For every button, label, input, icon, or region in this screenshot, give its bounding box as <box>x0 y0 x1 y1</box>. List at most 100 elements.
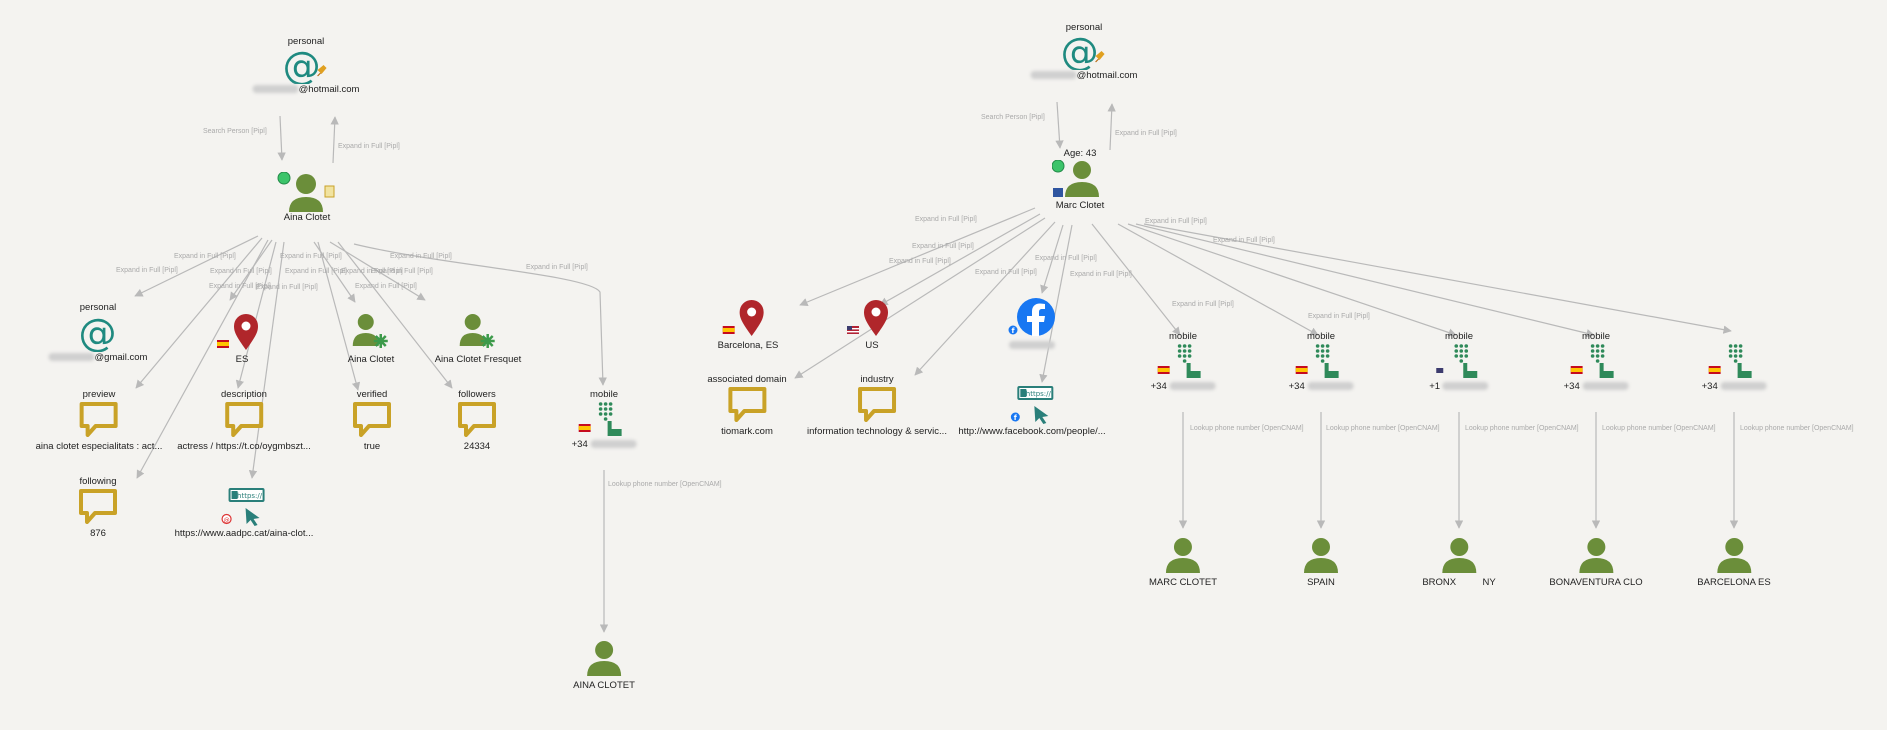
lookup-result-node[interactable]: BONAVENTURA CLO <box>1549 537 1643 589</box>
node-type: industry <box>860 374 894 385</box>
alias-label: Aina Clotet <box>347 354 395 365</box>
phone-keypad-icon <box>1708 344 1752 378</box>
alias-node[interactable]: Aina Clotet <box>348 312 394 366</box>
edge-left-verified <box>317 241 361 391</box>
email-node[interactable]: personal @ @hotmail.com <box>1030 22 1137 82</box>
facebook-node[interactable]: f <box>1008 296 1056 352</box>
phone-prefix: +34 <box>571 439 588 450</box>
node-type: description <box>221 389 267 400</box>
redacted-text <box>1582 382 1629 391</box>
node-type: followers <box>458 389 496 400</box>
email-node[interactable]: personal @ @gmail.com <box>48 302 147 364</box>
edge-right-fburl <box>1039 224 1073 383</box>
redacted-text <box>1442 382 1489 391</box>
svg-text:@: @ <box>224 517 230 524</box>
phone-keypad-icon <box>1157 344 1201 378</box>
edge-right-phone5 <box>1143 223 1732 334</box>
url-node[interactable]: https:// f http://www.facebook.com/peopl… <box>958 386 1106 438</box>
edge-label: Expand in Full [Pipl] <box>915 216 977 223</box>
edge-label: Lookup phone number [OpenCNAM] <box>1190 425 1304 432</box>
svg-text:@: @ <box>283 48 321 84</box>
lookup-result-node[interactable]: MARC CLOTET <box>1149 537 1217 589</box>
edge-label: Expand in Full [Pipl] <box>209 283 271 290</box>
edge-label: Expand in Full [Pipl] <box>1035 255 1097 262</box>
redacted-text <box>1720 382 1767 391</box>
edge-label: Lookup phone number [OpenCNAM] <box>1326 425 1440 432</box>
edge-right-industry <box>914 221 1056 376</box>
edge-label: Expand in Full [Pipl] <box>355 283 417 290</box>
facebook-icon: f <box>1008 298 1055 336</box>
person-icon <box>1166 538 1200 573</box>
email-address: @hotmail.com <box>298 84 360 95</box>
phone-node[interactable]: mobile +34 <box>1564 331 1629 393</box>
location-node[interactable]: Barcelona, ES <box>718 300 778 352</box>
note-node[interactable]: preview aina clotet especialitats : act.… <box>36 389 163 453</box>
edge-expand-left-up <box>330 116 339 164</box>
edge-label: Lookup phone number [OpenCNAM] <box>1740 425 1854 432</box>
svg-text:https://: https:// <box>237 492 263 500</box>
redacted-text <box>1169 382 1216 391</box>
note-value: actress / https://t.co/oygmbszt... <box>177 441 311 452</box>
note-node[interactable]: description actress / https://t.co/oygmb… <box>177 389 311 453</box>
edge-left-url <box>248 241 285 479</box>
note-node[interactable]: industry information technology & servic… <box>807 374 947 438</box>
lookup-result-node[interactable]: BRONX NY <box>1422 537 1496 589</box>
edge-label: Search Person [Pipl] <box>981 114 1045 121</box>
phone-prefix: +34 <box>1701 381 1718 392</box>
url-link-icon: https:// @ <box>222 488 265 526</box>
phone-node[interactable]: mobile +34 <box>1289 331 1354 393</box>
edge-label: Expand in Full [Pipl] <box>1115 130 1177 137</box>
edge-left-preview <box>135 237 263 389</box>
at-sign-icon: @ <box>1061 34 1105 70</box>
location-node[interactable]: US <box>847 300 897 352</box>
note-node[interactable]: followers 24334 <box>457 389 497 453</box>
person-node[interactable]: Aina Clotet <box>277 172 337 224</box>
edge-label: Lookup phone number [OpenCNAM] <box>608 481 722 488</box>
phone-node[interactable]: mobile +1 <box>1429 331 1489 393</box>
edge-label: Expand in Full [Pipl] <box>889 258 951 265</box>
edge-label: Expand in Full [Pipl] <box>1308 313 1370 320</box>
person-alias-icon <box>352 314 388 348</box>
edge-right-facebook <box>1040 224 1064 294</box>
note-value: information technology & servic... <box>807 426 947 437</box>
phone-prefix: +34 <box>1288 381 1305 392</box>
url-value: https://www.aadpc.cat/aina-clot... <box>174 528 314 539</box>
note-node[interactable]: verified true <box>352 389 392 453</box>
note-node[interactable]: associated domain tiomark.com <box>707 374 786 438</box>
svg-text:https://: https:// <box>1025 390 1051 398</box>
edge-label: Lookup phone number [OpenCNAM] <box>1602 425 1716 432</box>
email-node[interactable]: personal @ @hotmail.com <box>252 36 360 96</box>
alias-node[interactable]: Aina Clotet Fresquet <box>434 312 522 366</box>
location-node[interactable]: ES <box>217 314 267 366</box>
person-icon <box>1442 538 1476 573</box>
edge-right-phone4 <box>1135 223 1595 338</box>
note-value: 24334 <box>463 441 491 452</box>
phone-node[interactable]: mobile +34 <box>572 389 637 451</box>
node-type: verified <box>356 389 388 400</box>
node-type: mobile <box>1306 331 1335 342</box>
edge-label: Expand in Full [Pipl] <box>390 253 452 260</box>
map-pin-icon <box>217 314 258 350</box>
edge-label: Expand in Full [Pipl] <box>1172 301 1234 308</box>
url-node[interactable]: https:// @ https://www.aadpc.cat/aina-cl… <box>174 488 314 540</box>
lookup-result-node[interactable]: SPAIN <box>1301 537 1341 589</box>
edge-label: Expand in Full [Pipl] <box>975 269 1037 276</box>
location-label: US <box>865 340 879 351</box>
redacted-text <box>1009 341 1055 350</box>
phone-prefix: +1 <box>1429 381 1441 392</box>
person-node[interactable]: Age: 43 Marc Clotet <box>1052 148 1108 212</box>
edge-label: Search Person [Pipl] <box>203 128 267 135</box>
edge-left-followers <box>337 241 453 389</box>
alias-label: Aina Clotet Fresquet <box>434 354 522 365</box>
speech-bubble-icon <box>858 387 896 422</box>
node-type: mobile <box>1168 331 1197 342</box>
note-node[interactable]: following 876 <box>78 476 118 540</box>
lookup-result-node[interactable]: AINA CLOTET <box>573 640 635 692</box>
edge-left-gmail <box>134 235 259 297</box>
lookup-result-node[interactable]: BARCELONA ES <box>1697 537 1771 589</box>
phone-node[interactable]: mobile +34 <box>1702 331 1767 393</box>
edge-left-es <box>229 239 273 301</box>
phone-prefix: +34 <box>1563 381 1580 392</box>
phone-node[interactable]: mobile +34 <box>1151 331 1216 393</box>
phone-keypad-icon <box>578 402 622 436</box>
